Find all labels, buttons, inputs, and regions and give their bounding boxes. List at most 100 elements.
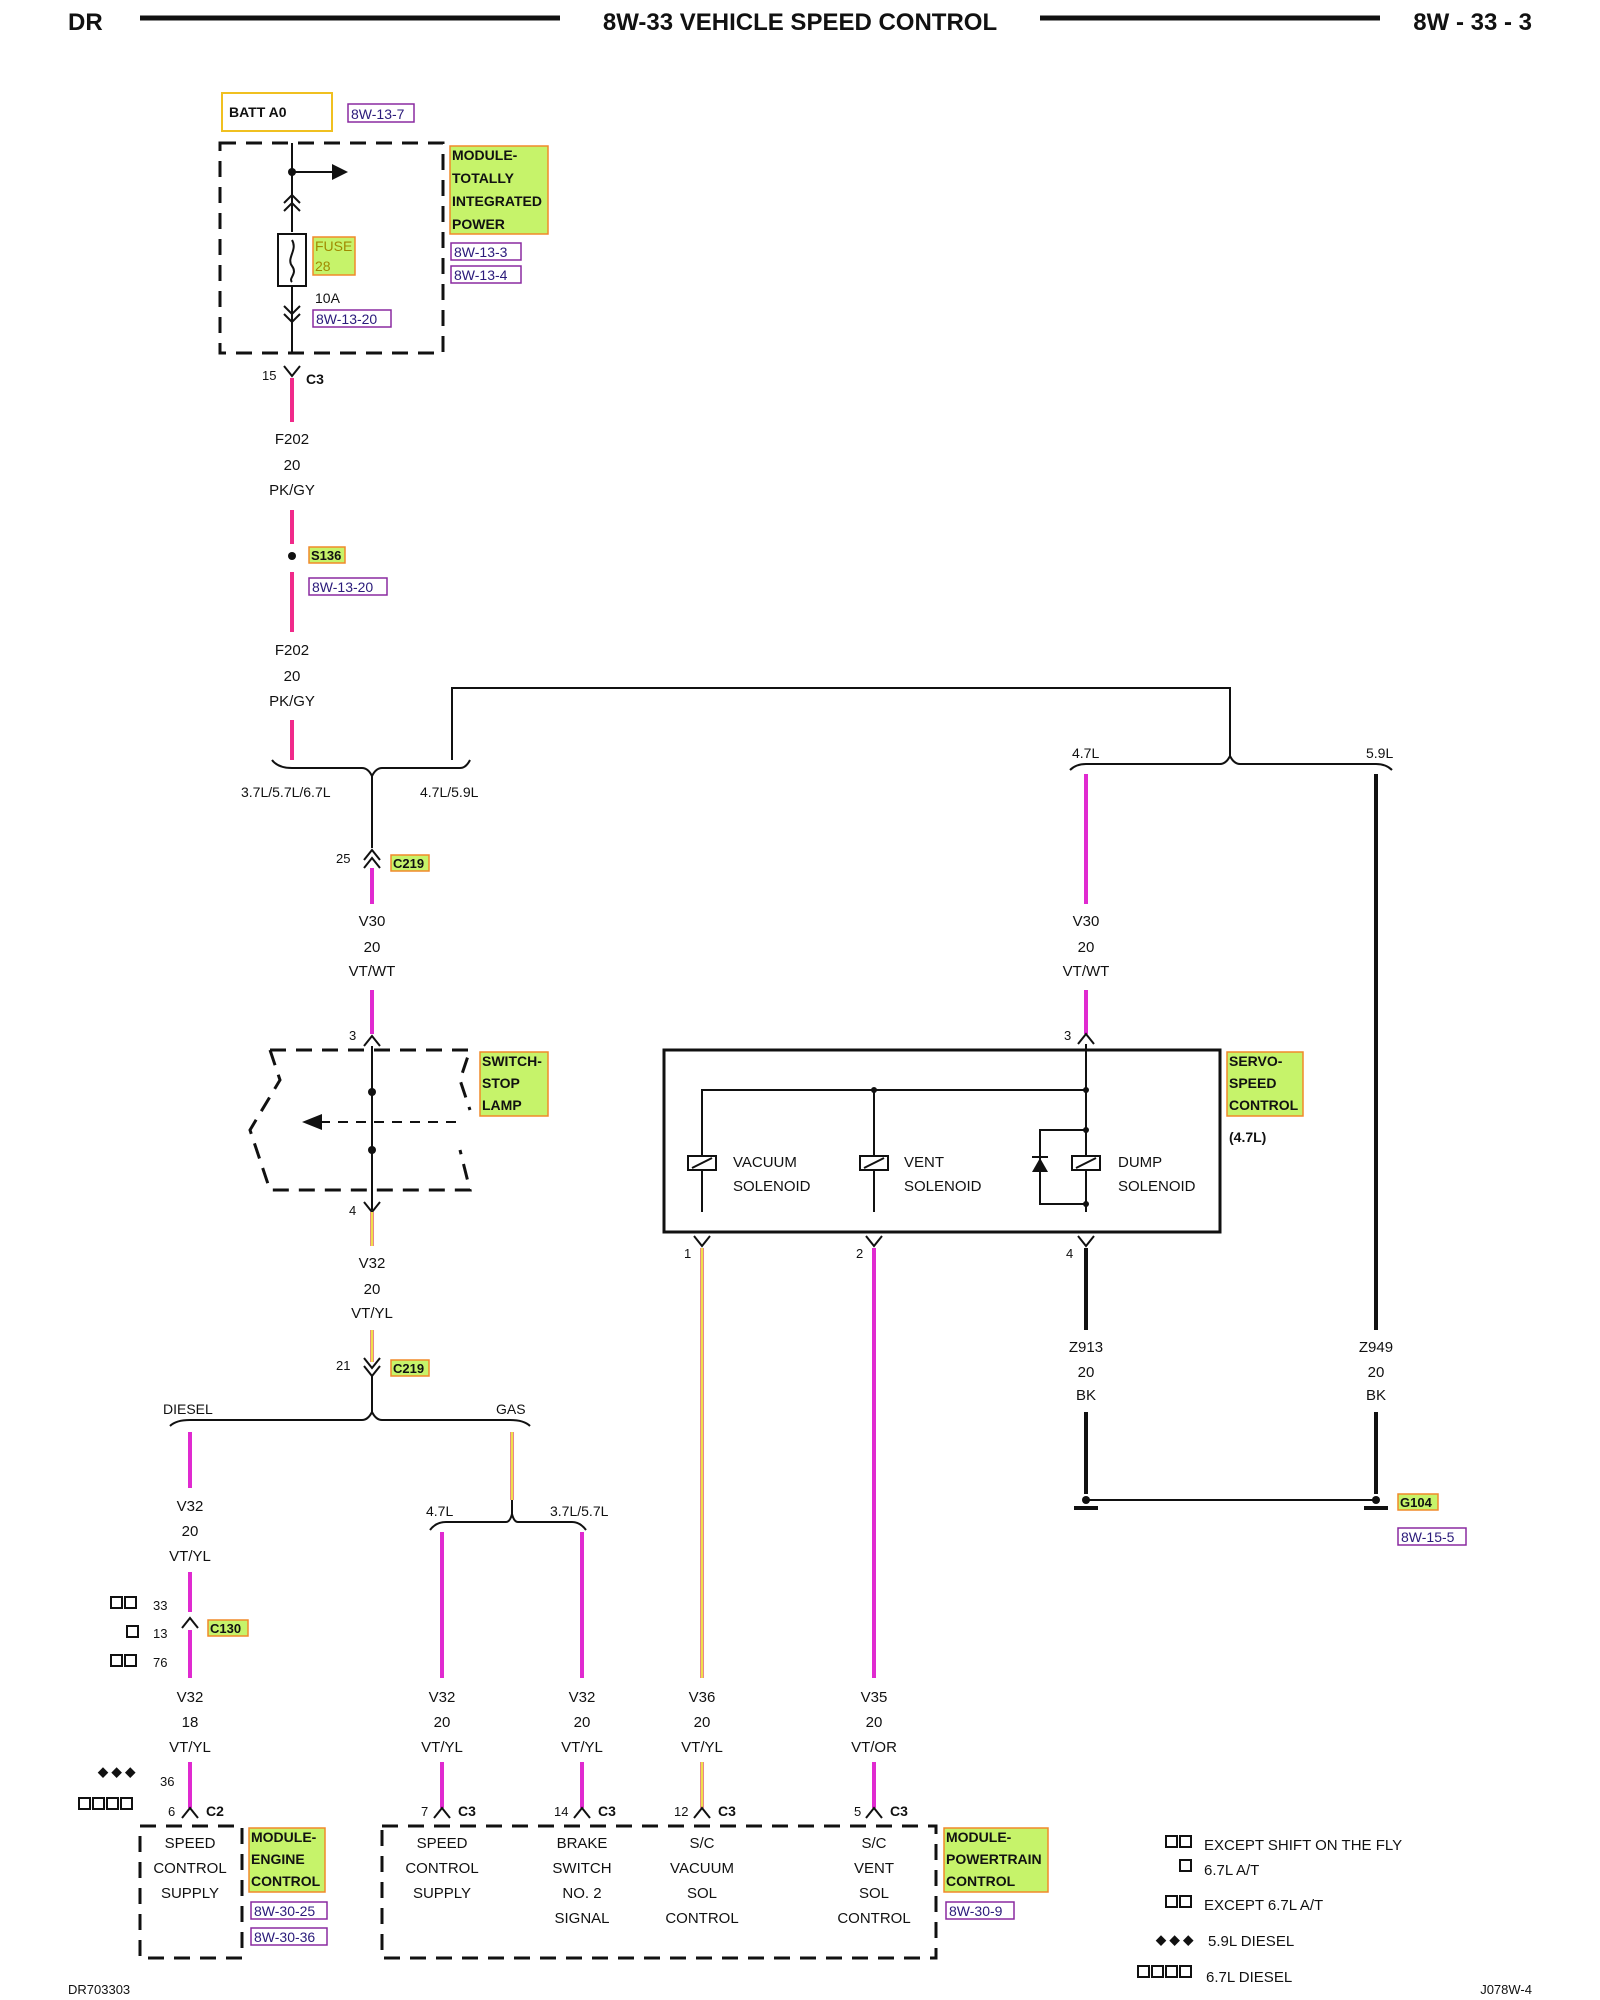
c3-top-pin: 15	[262, 368, 276, 383]
servo-pin-1: 1	[684, 1246, 691, 1261]
tipm-conn-upper	[283, 193, 301, 204]
switch-line-2: STOP	[482, 1075, 520, 1091]
c219-lower-highlight	[390, 1359, 430, 1377]
c219-pin-25: 25	[336, 851, 350, 866]
pcm-pin-5: 5	[854, 1804, 861, 1819]
legend-sym-a2	[124, 1596, 137, 1609]
f202b-color: PK/GY	[269, 693, 315, 710]
tipm-ref-2-box	[450, 265, 522, 284]
tipm-conn-upper-2	[283, 201, 301, 212]
vacuum-sol-2: SOLENOID	[733, 1178, 811, 1195]
v30l-color: VT/WT	[349, 963, 396, 980]
legend-2: 6.7L A/T	[1204, 1862, 1259, 1879]
fuel-split-bracket	[169, 1409, 531, 1427]
v36-gauge: 20	[694, 1714, 711, 1731]
split-gas-37: 3.7L/5.7L	[550, 1503, 609, 1519]
v30r-color: VT/WT	[1063, 963, 1110, 980]
tipm-ref-1[interactable]: 8W-13-3	[454, 244, 508, 260]
footer-left: DR703303	[68, 1982, 130, 1997]
pcm-f2-2: SWITCH	[552, 1860, 611, 1877]
page-title: 8W-33 VEHICLE SPEED CONTROL	[603, 9, 997, 36]
f202b-circuit: F202	[275, 642, 309, 659]
legend-icon-2	[1179, 1859, 1192, 1872]
g104-ref[interactable]: 8W-15-5	[1401, 1529, 1455, 1545]
legend-icon-3b	[1179, 1895, 1192, 1908]
ecm-func-2: CONTROL	[153, 1860, 226, 1877]
pcm-f2-3: NO. 2	[562, 1885, 601, 1902]
dump-sol-2: SOLENOID	[1118, 1178, 1196, 1195]
dump-solenoid-slash	[1075, 1157, 1097, 1169]
fuse-rating: 10A	[315, 290, 341, 306]
pcm-f4-1: S/C	[861, 1835, 886, 1852]
v32d-color: VT/YL	[169, 1548, 211, 1565]
c130-pin-33: 33	[153, 1598, 167, 1613]
c219-lower-connector	[363, 1357, 381, 1370]
fuse-number: 28	[315, 258, 331, 274]
ecm-ref-2[interactable]: 8W-30-36	[254, 1929, 315, 1945]
v30l-circuit: V30	[359, 913, 386, 930]
pcm-pin-12: 12	[674, 1804, 688, 1819]
v32-37-color: VT/YL	[561, 1739, 603, 1756]
split-gas: GAS	[496, 1401, 526, 1417]
legend-sym-b	[126, 1625, 139, 1638]
vent-solenoid-slash	[863, 1157, 885, 1169]
c2-pin-6: 6	[168, 1804, 175, 1819]
pcm-ref[interactable]: 8W-30-9	[949, 1903, 1003, 1919]
v35-color: VT/OR	[851, 1739, 897, 1756]
legend-sym-d4	[120, 1797, 133, 1810]
v32-47-circuit: V32	[429, 1689, 456, 1706]
v30r-gauge: 20	[1078, 939, 1095, 956]
v32s-circuit: V32	[359, 1255, 386, 1272]
fuse-ref[interactable]: 8W-13-20	[316, 311, 377, 327]
c130-label: C130	[210, 1621, 241, 1636]
servo-pin-4: 4	[1066, 1246, 1073, 1261]
servo-pin-2: 2	[856, 1246, 863, 1261]
header-left: DR	[68, 9, 103, 36]
batt-a0-label: BATT A0	[229, 104, 287, 120]
switch-outline-top	[270, 1048, 473, 1111]
c219-upper-connector	[363, 848, 381, 861]
engine-split-bracket	[271, 759, 471, 779]
legend-icon-5b	[1151, 1965, 1164, 1978]
tipm-ref-2[interactable]: 8W-13-4	[454, 267, 508, 283]
pcm-f3-4: CONTROL	[665, 1910, 738, 1927]
v32s-color: VT/YL	[351, 1305, 393, 1322]
z949-gauge: 20	[1368, 1364, 1385, 1381]
vacuum-solenoid-slash	[691, 1157, 713, 1169]
pcm-f4-3: SOL	[859, 1885, 889, 1902]
servo-variant: (4.7L)	[1229, 1129, 1266, 1145]
c219-upper-connector-2	[363, 856, 381, 869]
v32d18-circuit: V32	[177, 1689, 204, 1706]
batt-ref[interactable]: 8W-13-7	[351, 106, 405, 122]
v32d18-gauge: 18	[182, 1714, 199, 1731]
pcm-conn-7: C3	[458, 1803, 476, 1819]
s136-ref-box	[308, 577, 388, 596]
z913-gauge: 20	[1078, 1364, 1095, 1381]
s136-ref[interactable]: 8W-13-20	[312, 579, 373, 595]
ground-node-right	[1372, 1496, 1380, 1504]
legend-icon-1b	[1179, 1835, 1192, 1848]
tipm-conn-lower	[283, 305, 301, 316]
v32d-gauge: 20	[182, 1523, 199, 1540]
v32d-circuit: V32	[177, 1498, 204, 1515]
legend-sym-c2	[124, 1654, 137, 1667]
pcm-f4-4: CONTROL	[837, 1910, 910, 1927]
legend-icon-4: ◆ ◆ ◆	[1155, 1932, 1194, 1947]
legend-icon-1a	[1165, 1835, 1178, 1848]
ecm-ref-1[interactable]: 8W-30-25	[254, 1903, 315, 1919]
legend-sym-c1	[110, 1654, 123, 1667]
f202a-color: PK/GY	[269, 482, 315, 499]
servo-highlight	[1226, 1051, 1304, 1117]
pcm-pin-14: 14	[554, 1804, 568, 1819]
c130-pin-76: 76	[153, 1655, 167, 1670]
legend-dots-3: ◆ ◆ ◆	[97, 1764, 136, 1779]
ecm-ref-2-box	[250, 1927, 328, 1946]
z913-circuit: Z913	[1069, 1339, 1103, 1356]
split-gas-47: 4.7L	[426, 1503, 453, 1519]
g104-label: G104	[1400, 1495, 1433, 1510]
pcm-f1-1: SPEED	[417, 1835, 468, 1852]
ecm-line-1: MODULE-	[251, 1829, 317, 1845]
pcm-pin5-connector	[865, 1806, 883, 1819]
c130-connector	[181, 1616, 199, 1629]
